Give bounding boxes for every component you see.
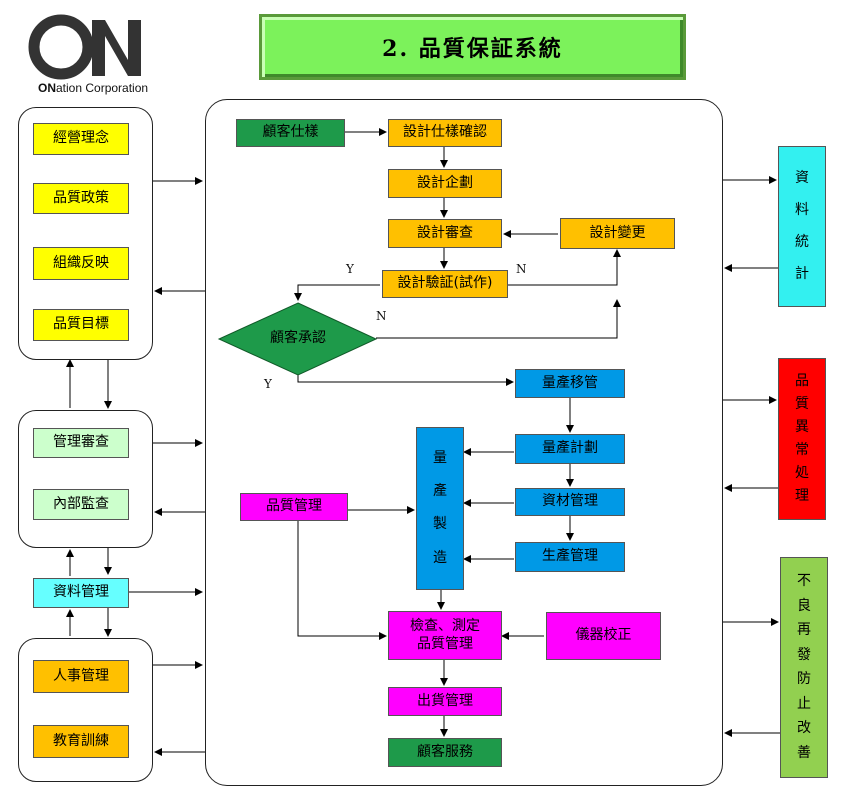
recurrence-prevention-char: 防	[797, 671, 811, 687]
mass-manufacture-char: 製	[433, 516, 447, 533]
quality-management-box: 品質管理	[240, 493, 348, 521]
mass-manufacture-char: 造	[433, 549, 447, 566]
main-process-panel	[205, 99, 723, 786]
inspection-line: 品質管理	[417, 635, 473, 652]
label-n-approval: N	[376, 309, 387, 323]
material-management-box: 資材管理	[515, 488, 625, 516]
label-y-verify: Y	[346, 262, 354, 276]
page-title: 2. 品質保証系統	[259, 14, 686, 80]
design-verify-box: 設計驗証(試作)	[382, 270, 508, 298]
customer-service-box: 顧客服務	[388, 738, 502, 767]
quality-abnormality-char: 常	[795, 441, 809, 458]
quality-abnormality-char: 質	[795, 395, 809, 412]
design-spec-confirm-box: 設計仕樣確認	[388, 119, 502, 147]
company-name: ONation Corporation	[38, 81, 148, 95]
recurrence-prevention-char: 發	[797, 646, 811, 663]
recurrence-prevention-char: 止	[797, 695, 811, 712]
quality-abnormality-char: 理	[795, 487, 809, 504]
quality-abnormality-box: 品 質 異 常 処 理	[778, 358, 826, 520]
company-name-rest: ation Corporation	[56, 81, 149, 95]
quality-policy-box: 品質政策	[33, 183, 129, 214]
data-statistics-char: 統	[795, 233, 809, 250]
label-y-approval: Y	[264, 377, 272, 391]
quality-abnormality-char: 異	[795, 418, 809, 435]
recurrence-prevention-char: 改	[797, 720, 811, 736]
hr-management-box: 人事管理	[33, 660, 129, 693]
customer-spec-box: 顧客仕樣	[236, 119, 345, 147]
label-n-verify: N	[516, 262, 527, 276]
customer-approval-diamond	[217, 302, 378, 376]
data-management-box: 資料管理	[33, 578, 129, 608]
recurrence-prevention-char: 良	[797, 597, 811, 614]
organization-feedback-box: 組織反映	[33, 247, 129, 280]
recurrence-prevention-char: 不	[797, 573, 811, 589]
mass-manufacture-char: 產	[433, 483, 447, 500]
production-management-box: 生產管理	[515, 542, 625, 572]
recurrence-prevention-char: 善	[797, 744, 811, 761]
design-plan-box: 設計企劃	[388, 169, 502, 198]
mass-transfer-box: 量產移管	[515, 369, 625, 398]
data-statistics-char: 計	[795, 265, 809, 282]
quality-objective-box: 品質目標	[33, 309, 129, 341]
quality-abnormality-char: 品	[795, 372, 809, 389]
mass-plan-box: 量產計劃	[515, 434, 625, 464]
quality-abnormality-char: 処	[795, 464, 809, 481]
design-review-box: 設計審查	[388, 219, 502, 248]
management-review-box: 管理審查	[33, 428, 129, 458]
management-philosophy-box: 經營理念	[33, 123, 129, 155]
recurrence-prevention-char: 再	[797, 622, 811, 638]
education-training-box: 教育訓練	[33, 725, 129, 758]
logo-mark-icon	[28, 14, 141, 80]
internal-audit-box: 內部監查	[33, 489, 129, 520]
data-statistics-char: 資	[795, 169, 809, 186]
shipping-management-box: 出貨管理	[388, 687, 502, 716]
mass-manufacture-box: 量 產 製 造	[416, 427, 464, 590]
recurrence-prevention-box: 不 良 再 發 防 止 改 善	[780, 557, 828, 778]
company-name-bold: ON	[38, 81, 56, 95]
data-statistics-box: 資 料 統 計	[778, 146, 826, 307]
inspection-line: 檢查、測定	[410, 618, 480, 634]
design-change-box: 設計變更	[560, 218, 675, 249]
data-statistics-char: 料	[795, 201, 809, 218]
instrument-calibration-box: 儀器校正	[546, 612, 661, 660]
company-logo	[28, 14, 143, 80]
mass-manufacture-char: 量	[433, 449, 447, 466]
customer-approval-label: 顧客承認	[270, 330, 326, 347]
inspection-box: 檢查、測定 品質管理	[388, 611, 502, 660]
